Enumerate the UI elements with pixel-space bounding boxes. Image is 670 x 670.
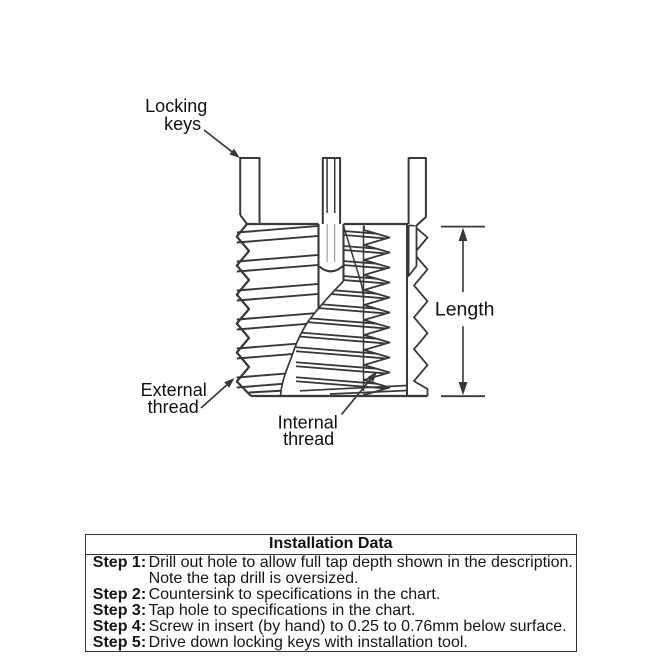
svg-text:Internal: Internal bbox=[278, 413, 338, 433]
svg-text:Locking: Locking bbox=[145, 96, 207, 116]
svg-text:Length: Length bbox=[435, 298, 495, 320]
svg-text:thread: thread bbox=[148, 397, 199, 417]
svg-text:External: External bbox=[141, 380, 207, 400]
svg-text:thread: thread bbox=[283, 429, 334, 449]
svg-text:keys: keys bbox=[164, 114, 201, 134]
